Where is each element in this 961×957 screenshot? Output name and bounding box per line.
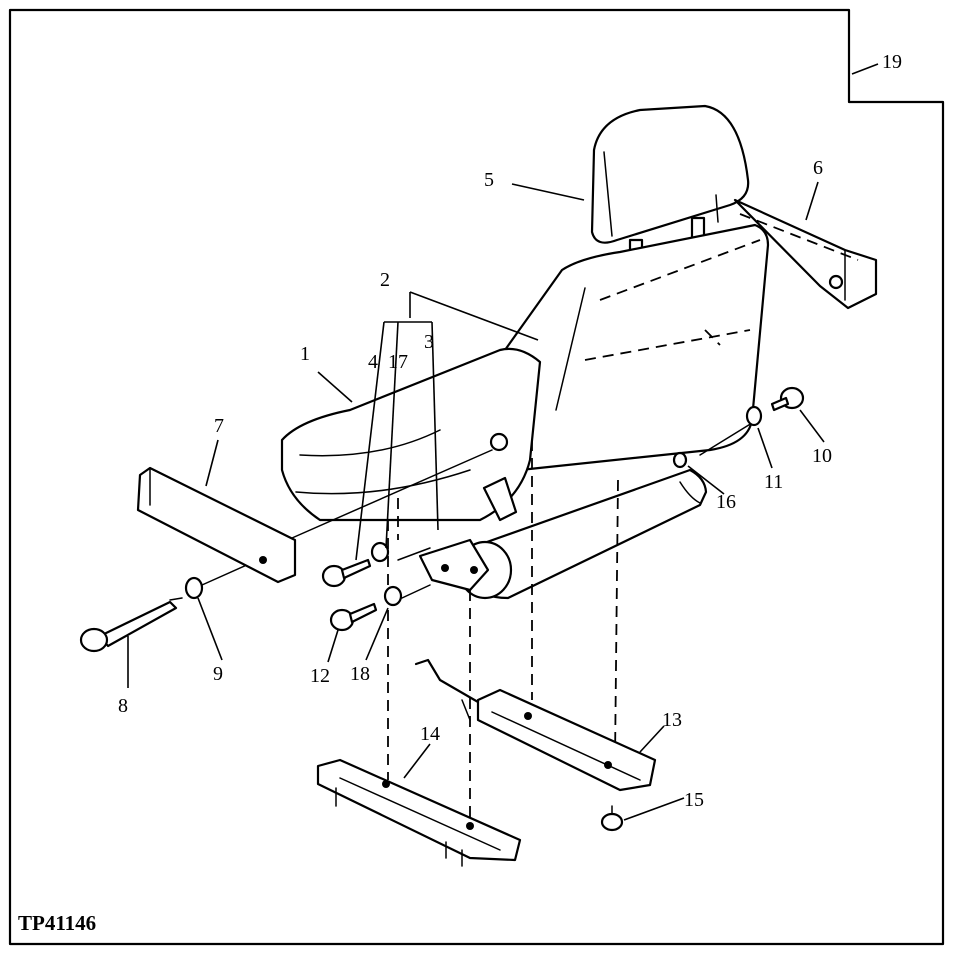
callout-11: 11 — [764, 471, 783, 493]
stud-nut — [600, 805, 624, 832]
bolt-4-assembly — [321, 541, 390, 588]
callout-6: 6 — [813, 157, 823, 179]
left-slide-rail — [316, 758, 522, 867]
bolt-10-assembly — [672, 386, 805, 469]
callout-19: 19 — [882, 51, 902, 73]
callout-5: 5 — [484, 169, 494, 191]
callout-1: 1 — [300, 343, 310, 365]
callout-2: 2 — [380, 269, 390, 291]
callout-12: 12 — [310, 665, 330, 687]
callout-17: 17 — [388, 351, 408, 373]
callout-7: 7 — [214, 415, 224, 437]
callout-10: 10 — [812, 445, 832, 467]
diagram-frame — [8, 8, 945, 946]
figure-id-label: TP41146 — [18, 911, 96, 935]
seat-back — [468, 223, 770, 472]
bolt-12-assembly — [329, 585, 403, 632]
callout-labels: 1 2 3 4 5 6 7 8 9 10 11 12 13 14 15 16 1… — [118, 51, 902, 811]
seat-pivot-frame — [418, 468, 708, 600]
pivot-bolt — [79, 597, 183, 653]
callout-15: 15 — [684, 789, 704, 811]
callout-4: 4 — [368, 351, 378, 373]
callout-18: 18 — [350, 663, 370, 685]
right-slide-rail — [414, 658, 657, 792]
seat-cushion — [280, 347, 542, 522]
callout-13: 13 — [662, 709, 682, 731]
callout-8: 8 — [118, 695, 128, 717]
callout-14: 14 — [420, 723, 440, 745]
left-armrest — [136, 466, 297, 584]
leader-lines — [127, 63, 879, 821]
right-armrest — [733, 198, 878, 310]
callout-3: 3 — [424, 331, 434, 353]
callout-16: 16 — [716, 491, 736, 513]
callout-9: 9 — [213, 663, 223, 685]
headrest — [590, 104, 750, 268]
washer-9 — [184, 576, 204, 600]
